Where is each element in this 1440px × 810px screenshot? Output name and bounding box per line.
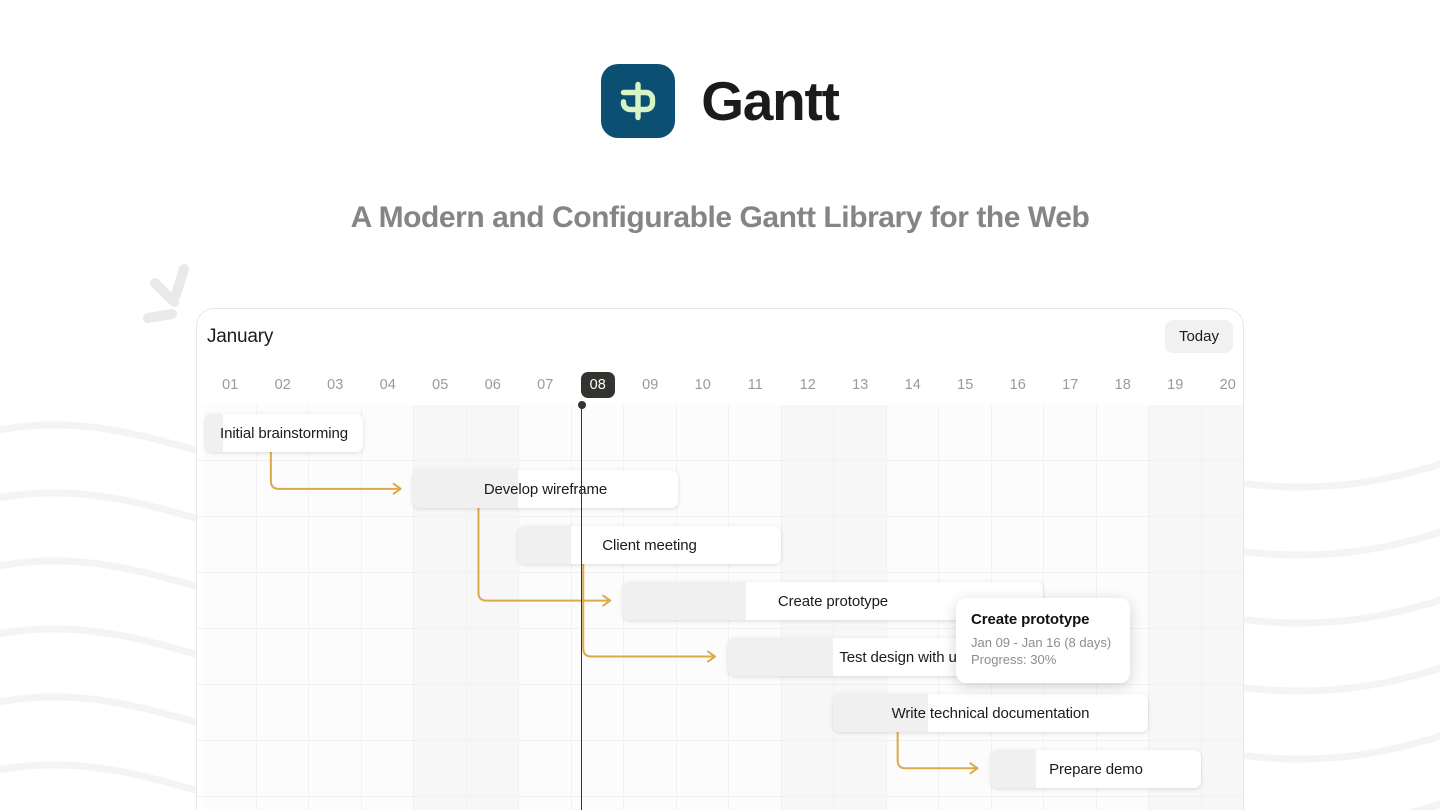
- day-header-05[interactable]: 05: [414, 364, 467, 405]
- brand-name: Gantt: [701, 69, 840, 132]
- day-header-07[interactable]: 07: [519, 364, 572, 405]
- day-header-16[interactable]: 16: [992, 364, 1045, 405]
- task-bar-label: Create prototype: [777, 592, 889, 610]
- hero-section: Gantt A Modern and Configurable Gantt Li…: [0, 0, 1440, 235]
- sparkle-burst-icon: [143, 264, 189, 323]
- day-number-label: 17: [1062, 376, 1079, 393]
- task-bar[interactable]: Client meeting: [518, 526, 781, 564]
- task-bar-label: Write technical documentation: [891, 704, 1090, 722]
- dependency-arrow-head: [707, 650, 716, 663]
- grid-column-05: [414, 405, 467, 810]
- day-number-label: 05: [432, 376, 449, 393]
- day-number-label: 16: [1009, 376, 1026, 393]
- month-label: January: [207, 325, 274, 347]
- grid-column-08: [571, 405, 624, 810]
- day-number-label: 18: [1114, 376, 1131, 393]
- dependency-arrow-head: [392, 482, 402, 495]
- day-header-19[interactable]: 19: [1149, 364, 1202, 405]
- day-number-label: 10: [694, 376, 711, 393]
- day-number-label: 01: [222, 376, 239, 393]
- day-number-label: 04: [379, 376, 396, 393]
- day-header-18[interactable]: 18: [1097, 364, 1150, 405]
- task-bar-label: Initial brainstorming: [220, 424, 348, 442]
- day-number-label: 09: [642, 376, 659, 393]
- day-number-label: 20: [1219, 376, 1236, 393]
- day-number-label: 12: [799, 376, 816, 393]
- day-number-label: 15: [957, 376, 974, 393]
- day-number-label: 14: [904, 376, 921, 393]
- day-header-01[interactable]: 01: [204, 364, 257, 405]
- grid-row: [197, 461, 1243, 517]
- task-bar[interactable]: Initial brainstorming: [205, 414, 363, 452]
- task-bar-label: Develop wireframe: [483, 480, 608, 498]
- day-header-15[interactable]: 15: [939, 364, 992, 405]
- day-number-label: 11: [747, 376, 763, 393]
- tooltip-title: Create prototype: [971, 611, 1090, 628]
- day-number-label: 08: [580, 371, 615, 398]
- day-header-04[interactable]: 04: [362, 364, 415, 405]
- tagline: A Modern and Configurable Gantt Library …: [350, 201, 1090, 234]
- task-bar[interactable]: Write technical documentation: [833, 694, 1148, 732]
- day-number-label: 19: [1167, 376, 1184, 393]
- day-header-08[interactable]: 08: [572, 364, 625, 405]
- today-button[interactable]: Today: [1164, 320, 1233, 353]
- gantt-plug-logo-icon: [601, 64, 676, 138]
- day-header-17[interactable]: 17: [1044, 364, 1097, 405]
- grid-column-06: [466, 405, 519, 810]
- day-header-03[interactable]: 03: [309, 364, 362, 405]
- dependency-arrow-line: [269, 450, 402, 490]
- task-tooltip: Create prototype Jan 09 - Jan 16 (8 days…: [956, 598, 1130, 683]
- day-number-label: 03: [327, 376, 344, 393]
- grid-column-03: [309, 405, 362, 810]
- task-progress-fill: [518, 526, 571, 564]
- tooltip-dates: Jan 09 - Jan 16 (8 days): [971, 635, 1112, 650]
- dependency-arrow-head: [969, 762, 979, 775]
- gantt-chart-card: January Today 01 02 03 04 05 06 07 08 09 10 11 12 13…: [196, 308, 1244, 810]
- day-number-label: 13: [852, 376, 869, 393]
- task-bar[interactable]: Develop wireframe: [413, 470, 678, 508]
- task-progress-fill: [728, 638, 833, 676]
- grid-column-01: [204, 405, 257, 810]
- grid-column-20: [1201, 405, 1243, 810]
- tooltip-progress: Progress: 30%: [971, 652, 1057, 668]
- grid-column-04: [361, 405, 414, 810]
- grid-column-07: [519, 405, 572, 810]
- day-header-02[interactable]: 02: [257, 364, 310, 405]
- brand-row: Gantt: [0, 64, 1440, 138]
- day-number-label: 02: [274, 376, 291, 393]
- dependency-arrow-line: [896, 730, 979, 770]
- day-header-09[interactable]: 09: [624, 364, 677, 405]
- task-progress-fill: [623, 582, 746, 620]
- day-header-14[interactable]: 14: [887, 364, 940, 405]
- day-header-10[interactable]: 10: [677, 364, 730, 405]
- day-header-13[interactable]: 13: [834, 364, 887, 405]
- day-number-label: 06: [484, 376, 501, 393]
- gantt-toolbar: January Today: [197, 309, 1243, 364]
- day-number-label: 07: [537, 376, 554, 393]
- day-header-11[interactable]: 11: [729, 364, 782, 405]
- day-header-06[interactable]: 06: [467, 364, 520, 405]
- day-scale-header: 01 02 03 04 05 06 07 08 09 10 11 12 13 14 15 16 17 18 19 20: [197, 364, 1243, 405]
- day-header-12[interactable]: 12: [782, 364, 835, 405]
- grid-column-02: [256, 405, 309, 810]
- dependency-arrow-head: [602, 594, 612, 607]
- task-bar[interactable]: Prepare demo: [991, 750, 1201, 788]
- day-header-20[interactable]: 20: [1202, 364, 1244, 405]
- task-progress-fill: [991, 750, 1036, 788]
- grid-row: [197, 797, 1243, 810]
- task-bar-label: Client meeting: [602, 536, 697, 554]
- task-bar-label: Prepare demo: [1049, 760, 1143, 778]
